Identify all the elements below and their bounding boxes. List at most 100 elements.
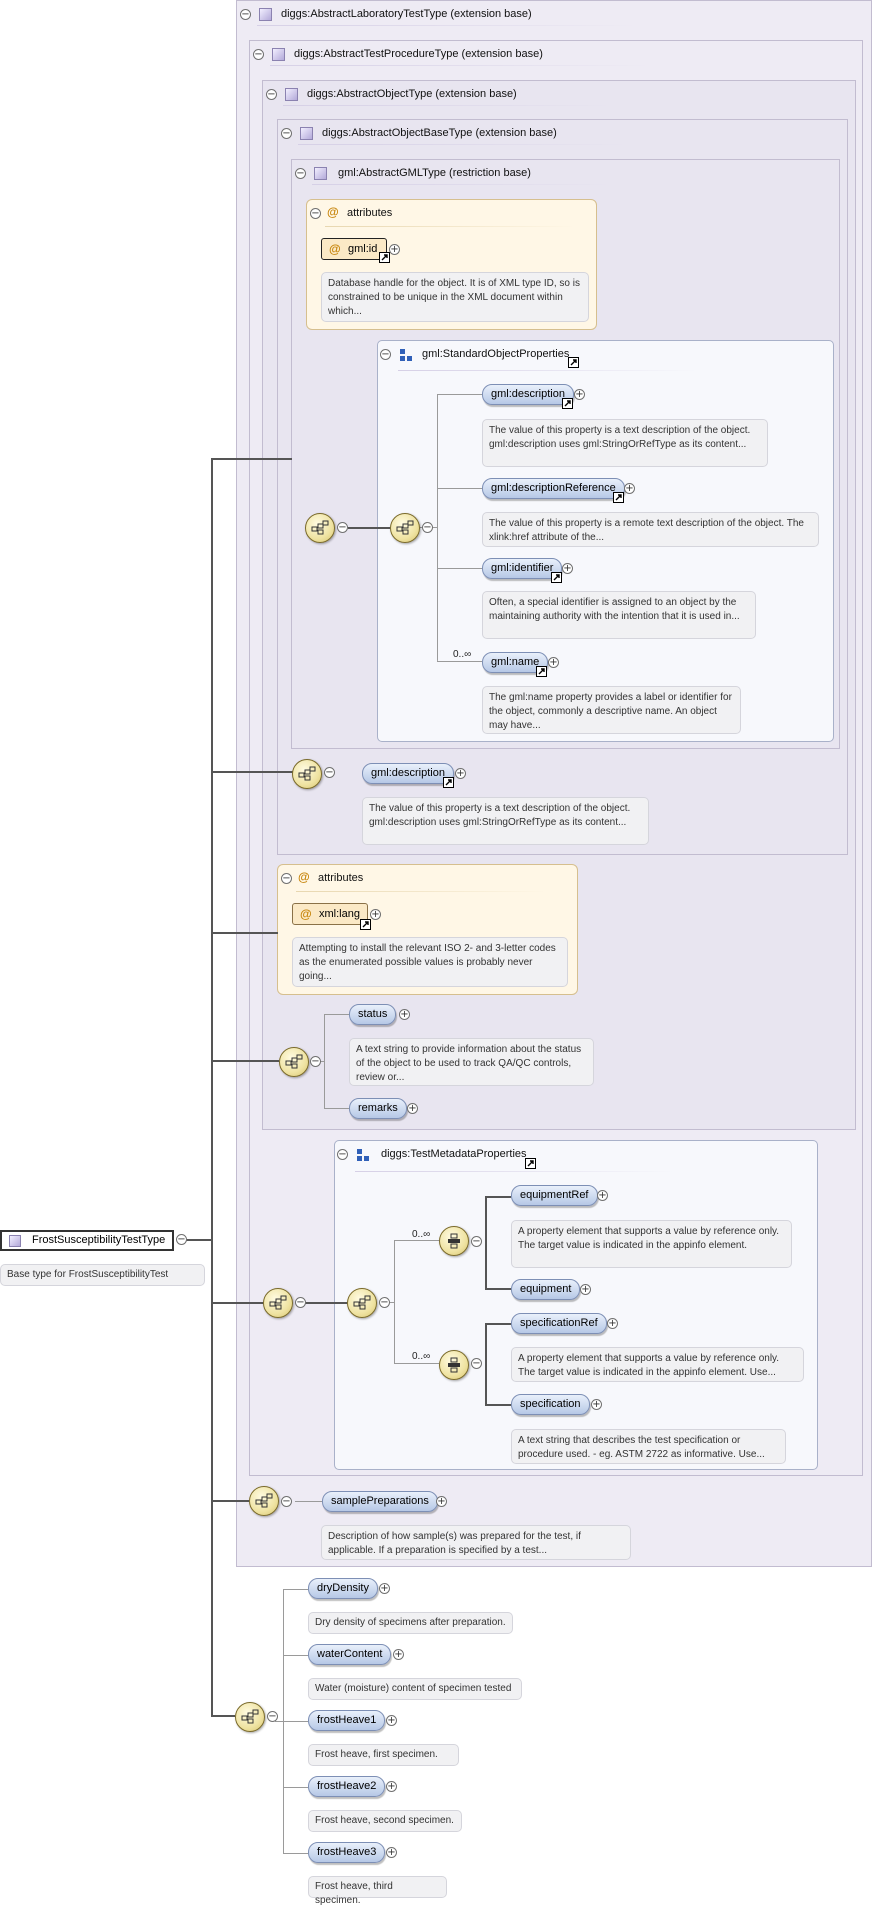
collapse-icon[interactable]: − bbox=[337, 522, 348, 533]
link-icon[interactable] bbox=[568, 357, 579, 368]
title-underline bbox=[398, 370, 698, 371]
tree-line bbox=[324, 1014, 325, 1109]
expand-icon[interactable]: + bbox=[399, 1009, 410, 1020]
expand-icon[interactable]: + bbox=[548, 657, 559, 668]
extension-title: diggs:AbstractTestProcedureType (extensi… bbox=[294, 48, 543, 60]
element-dry-density[interactable]: dryDensity bbox=[308, 1578, 378, 1599]
expand-icon[interactable]: + bbox=[379, 1583, 390, 1594]
element-gml-description[interactable]: gml:description bbox=[482, 384, 574, 405]
expand-icon[interactable]: + bbox=[597, 1190, 608, 1201]
collapse-icon[interactable]: − bbox=[422, 522, 433, 533]
collapse-icon[interactable]: − bbox=[240, 9, 251, 20]
conn-meta-seq bbox=[305, 1302, 347, 1304]
sequence-compositor[interactable] bbox=[263, 1288, 293, 1318]
main-spine bbox=[211, 458, 213, 1717]
branch-object-desc bbox=[211, 771, 293, 773]
tree-line bbox=[394, 1240, 395, 1364]
sequence-compositor[interactable] bbox=[249, 1486, 279, 1516]
element-specification-ref[interactable]: specificationRef bbox=[511, 1313, 607, 1334]
element-description: Description of how sample(s) was prepare… bbox=[321, 1525, 631, 1560]
link-icon[interactable] bbox=[613, 492, 624, 503]
element-equipment[interactable]: equipment bbox=[511, 1279, 581, 1300]
element-sample-preparations[interactable]: samplePreparations bbox=[322, 1491, 438, 1512]
collapse-icon[interactable]: − bbox=[324, 767, 335, 778]
element-frost-heave-3[interactable]: frostHeave3 bbox=[308, 1842, 386, 1863]
complex-type-icon bbox=[272, 48, 285, 61]
link-icon[interactable] bbox=[551, 572, 562, 583]
element-equipment-ref[interactable]: equipmentRef bbox=[511, 1185, 598, 1206]
link-icon[interactable] bbox=[443, 777, 454, 788]
choice-line bbox=[485, 1323, 511, 1325]
title-underline bbox=[325, 226, 575, 227]
element-object-description[interactable]: gml:description bbox=[362, 763, 454, 784]
element-specification[interactable]: specification bbox=[511, 1394, 590, 1415]
expand-icon[interactable]: + bbox=[562, 563, 573, 574]
attribute-xml-lang[interactable]: @ xml:lang bbox=[292, 903, 368, 925]
collapse-icon[interactable]: − bbox=[379, 1297, 390, 1308]
expand-icon[interactable]: + bbox=[580, 1284, 591, 1295]
element-frost-heave-1[interactable]: frostHeave1 bbox=[308, 1710, 386, 1731]
link-icon[interactable] bbox=[536, 666, 547, 677]
collapse-icon[interactable]: − bbox=[176, 1234, 187, 1245]
sequence-compositor[interactable] bbox=[347, 1288, 377, 1318]
collapse-icon[interactable]: − bbox=[266, 89, 277, 100]
collapse-icon[interactable]: − bbox=[471, 1236, 482, 1247]
collapse-icon[interactable]: − bbox=[267, 1711, 278, 1722]
collapse-icon[interactable]: − bbox=[281, 1496, 292, 1507]
sequence-compositor[interactable] bbox=[279, 1047, 309, 1077]
element-water-content[interactable]: waterContent bbox=[308, 1644, 392, 1665]
element-gml-identifier[interactable]: gml:identifier bbox=[482, 558, 563, 579]
collapse-icon[interactable]: − bbox=[310, 1056, 321, 1067]
sequence-compositor[interactable] bbox=[235, 1702, 265, 1732]
tree-line bbox=[275, 1721, 283, 1722]
element-remarks[interactable]: remarks bbox=[349, 1098, 407, 1119]
element-gml-description-reference[interactable]: gml:descriptionReference bbox=[482, 478, 625, 499]
root-element[interactable]: FrostSusceptibilityTestType bbox=[0, 1230, 174, 1251]
link-icon[interactable] bbox=[562, 398, 573, 409]
collapse-icon[interactable]: − bbox=[281, 128, 292, 139]
element-description: Dry density of specimens after preparati… bbox=[308, 1612, 513, 1634]
expand-icon[interactable]: + bbox=[624, 483, 635, 494]
title-underline bbox=[257, 25, 637, 26]
sequence-compositor[interactable] bbox=[292, 759, 322, 789]
attribute-gml-id[interactable]: @ gml:id bbox=[321, 238, 387, 260]
element-status[interactable]: status bbox=[349, 1004, 397, 1025]
tree-line bbox=[283, 1589, 308, 1590]
expand-icon[interactable]: + bbox=[607, 1318, 618, 1329]
expand-icon[interactable]: + bbox=[386, 1781, 397, 1792]
tree-line bbox=[386, 1302, 394, 1303]
link-icon[interactable] bbox=[360, 919, 371, 930]
branch-status bbox=[211, 1060, 279, 1062]
collapse-icon[interactable]: − bbox=[295, 168, 306, 179]
expand-icon[interactable]: + bbox=[386, 1715, 397, 1726]
expand-icon[interactable]: + bbox=[455, 768, 466, 779]
expand-icon[interactable]: + bbox=[370, 909, 381, 920]
expand-icon[interactable]: + bbox=[436, 1496, 447, 1507]
link-icon[interactable] bbox=[525, 1158, 536, 1169]
collapse-icon[interactable]: − bbox=[380, 349, 391, 360]
collapse-icon[interactable]: − bbox=[281, 873, 292, 884]
element-gml-name[interactable]: gml:name bbox=[482, 652, 549, 673]
expand-icon[interactable]: + bbox=[574, 389, 585, 400]
sequence-compositor[interactable] bbox=[390, 513, 420, 543]
expand-icon[interactable]: + bbox=[386, 1847, 397, 1858]
tree-line bbox=[283, 1721, 308, 1722]
sequence-compositor[interactable] bbox=[305, 513, 335, 543]
expand-icon[interactable]: + bbox=[591, 1399, 602, 1410]
choice-compositor[interactable] bbox=[439, 1350, 469, 1380]
collapse-icon[interactable]: − bbox=[310, 208, 321, 219]
element-frost-heave-2[interactable]: frostHeave2 bbox=[308, 1776, 386, 1797]
link-icon[interactable] bbox=[379, 252, 390, 263]
expand-icon[interactable]: + bbox=[389, 244, 400, 255]
attributes-title: attributes bbox=[318, 872, 364, 884]
element-description: A text string that describes the test sp… bbox=[511, 1429, 786, 1464]
conn-gml-seq bbox=[348, 527, 390, 529]
choice-compositor[interactable] bbox=[439, 1226, 469, 1256]
element-description: The gml:name property provides a label o… bbox=[482, 686, 741, 734]
expand-icon[interactable]: + bbox=[393, 1649, 404, 1660]
collapse-icon[interactable]: − bbox=[253, 49, 264, 60]
collapse-icon[interactable]: − bbox=[471, 1358, 482, 1369]
collapse-icon[interactable]: − bbox=[295, 1297, 306, 1308]
collapse-icon[interactable]: − bbox=[337, 1149, 348, 1160]
expand-icon[interactable]: + bbox=[407, 1103, 418, 1114]
